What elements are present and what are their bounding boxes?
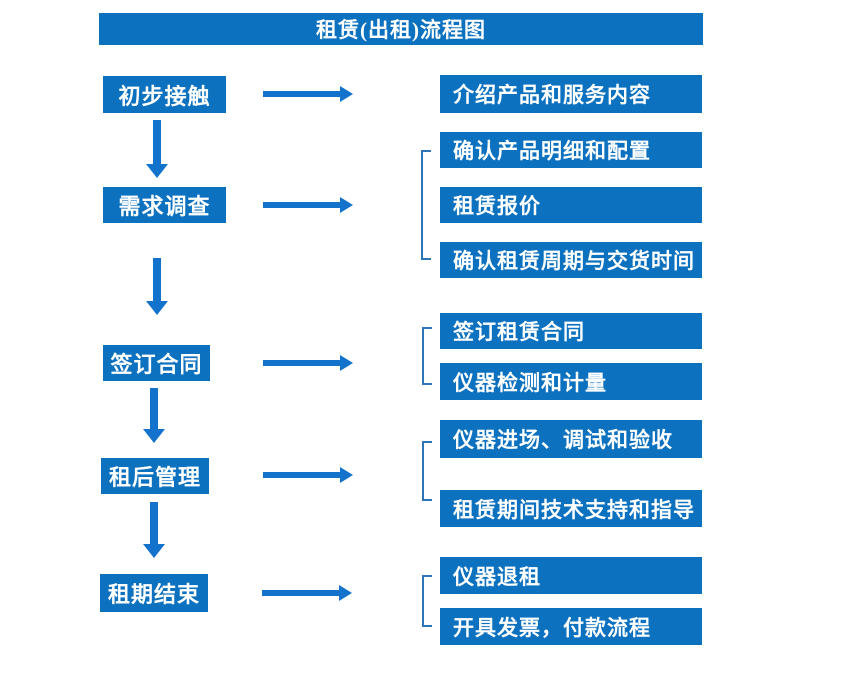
group-bracket [422, 327, 432, 385]
right-arrow-icon [263, 86, 353, 102]
flowchart-title: 租赁(出租)流程图 [99, 13, 703, 45]
down-arrow-icon [143, 388, 165, 443]
detail-rental-tech-support-guidance: 租赁期间技术支持和指导 [440, 490, 702, 527]
group-bracket [422, 575, 432, 627]
detail-instrument-inspection-metering: 仪器检测和计量 [440, 363, 702, 400]
detail-confirm-product-details-config: 确认产品明细和配置 [440, 132, 702, 168]
detail-instrument-return: 仪器退租 [440, 557, 702, 594]
group-bracket [421, 150, 431, 260]
down-arrow-icon [143, 502, 165, 558]
step-rental-end: 租期结束 [100, 574, 208, 612]
detail-invoice-payment-process: 开具发票，付款流程 [440, 608, 702, 645]
down-arrow-icon [146, 258, 168, 315]
step-post-rental-management: 租后管理 [101, 458, 209, 494]
detail-rental-quotation: 租赁报价 [440, 187, 702, 223]
detail-instrument-entry-debug-acceptance: 仪器进场、调试和验收 [440, 420, 702, 458]
step-demand-survey: 需求调查 [103, 187, 226, 223]
down-arrow-icon [146, 120, 168, 178]
detail-sign-rental-contract: 签订租赁合同 [440, 313, 702, 349]
step-initial-contact: 初步接触 [103, 76, 226, 113]
right-arrow-icon [262, 585, 352, 601]
detail-confirm-rental-period-delivery: 确认租赁周期与交货时间 [440, 242, 702, 278]
step-sign-contract: 签订合同 [103, 345, 210, 381]
right-arrow-icon [263, 355, 353, 371]
right-arrow-icon [263, 467, 353, 483]
group-bracket [422, 441, 432, 501]
right-arrow-icon [263, 197, 353, 213]
detail-introduce-products-services: 介绍产品和服务内容 [440, 75, 702, 113]
